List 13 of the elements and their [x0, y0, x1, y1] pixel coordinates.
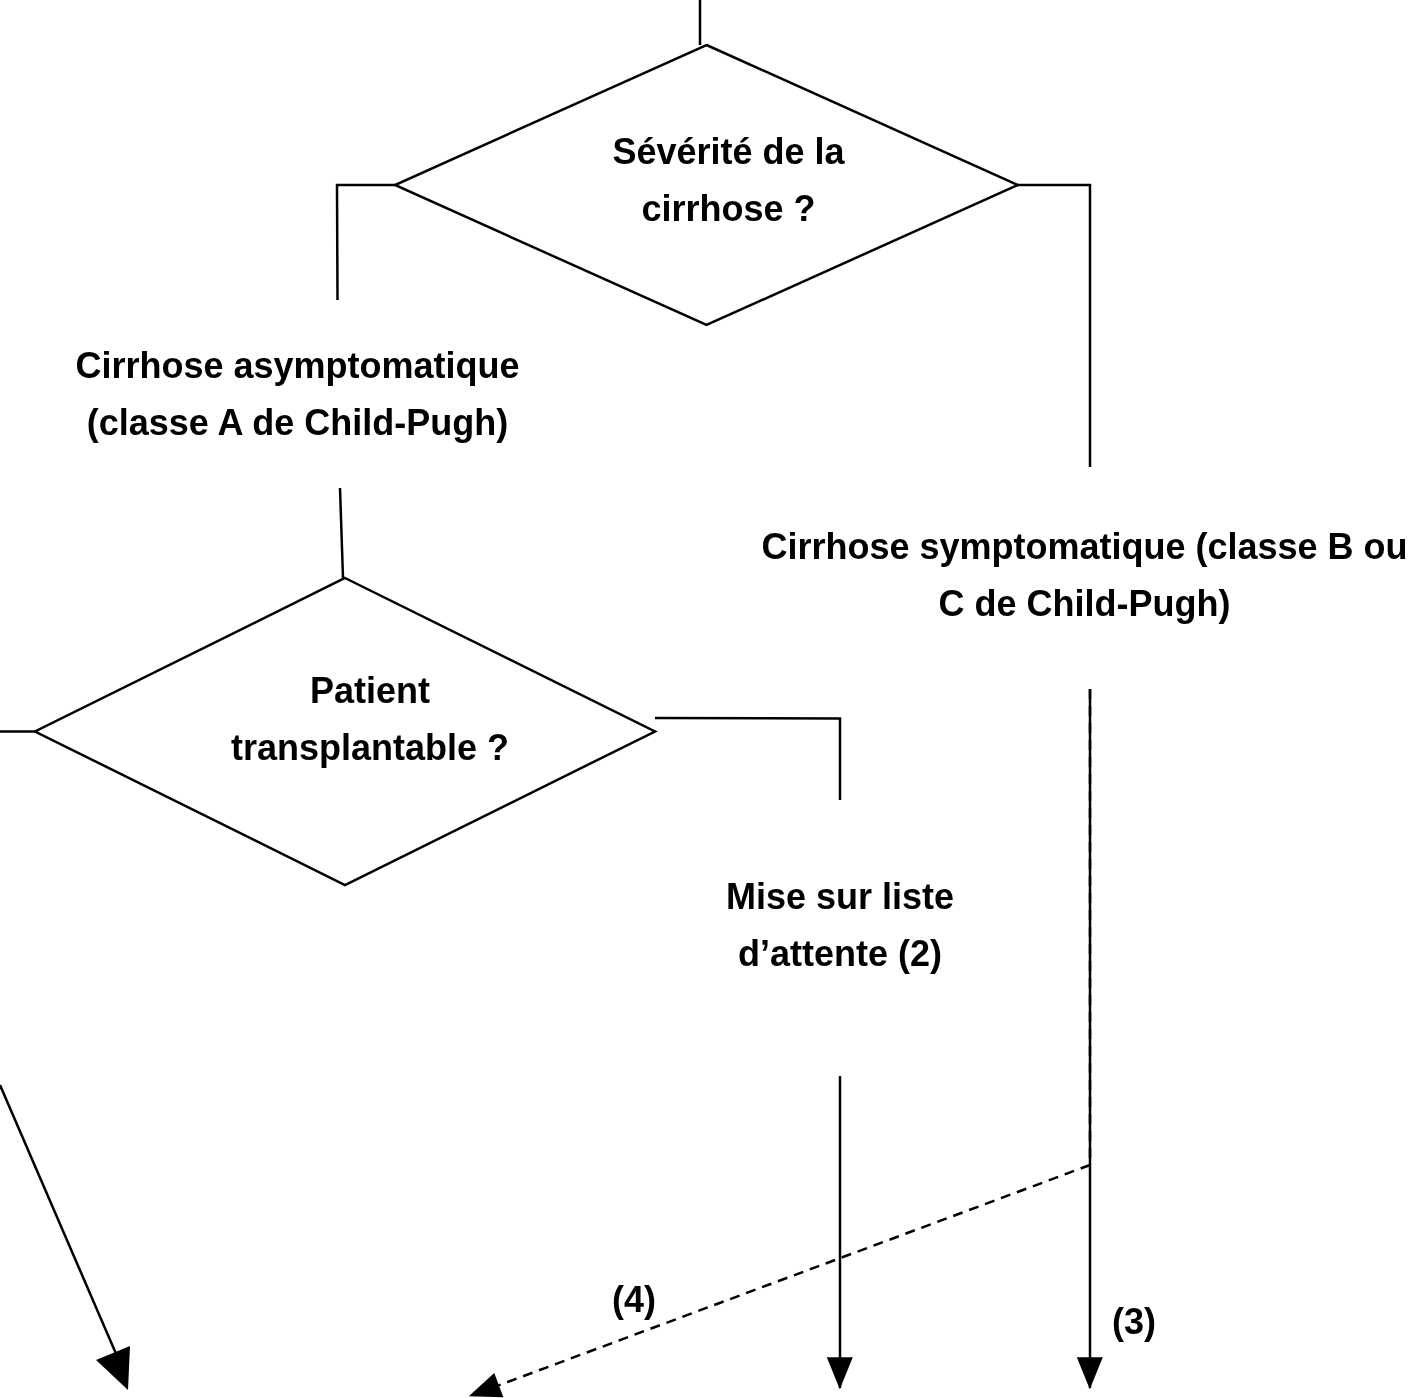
step-label: Cirrhose asymptomatique (classe A de Child-Pugh) [74, 344, 521, 445]
connector-line [698, 0, 702, 45]
arrow [826, 1076, 853, 1390]
decision-question: Sévérité de la cirrhose ? [611, 130, 846, 231]
connector-line [0, 730, 35, 733]
dashed-arrow [468, 689, 1092, 1398]
decision-question: Patient transplantable ? [229, 668, 511, 770]
step-label: Mise sur liste d’attente (2) [724, 875, 956, 976]
connector-line [338, 487, 345, 579]
connector-line [335, 183, 395, 300]
connector-line [1018, 183, 1092, 467]
connector-line [655, 716, 842, 800]
step-label: Cirrhose symptomatique (classe B ou C de Child-Pugh) [760, 525, 1409, 626]
